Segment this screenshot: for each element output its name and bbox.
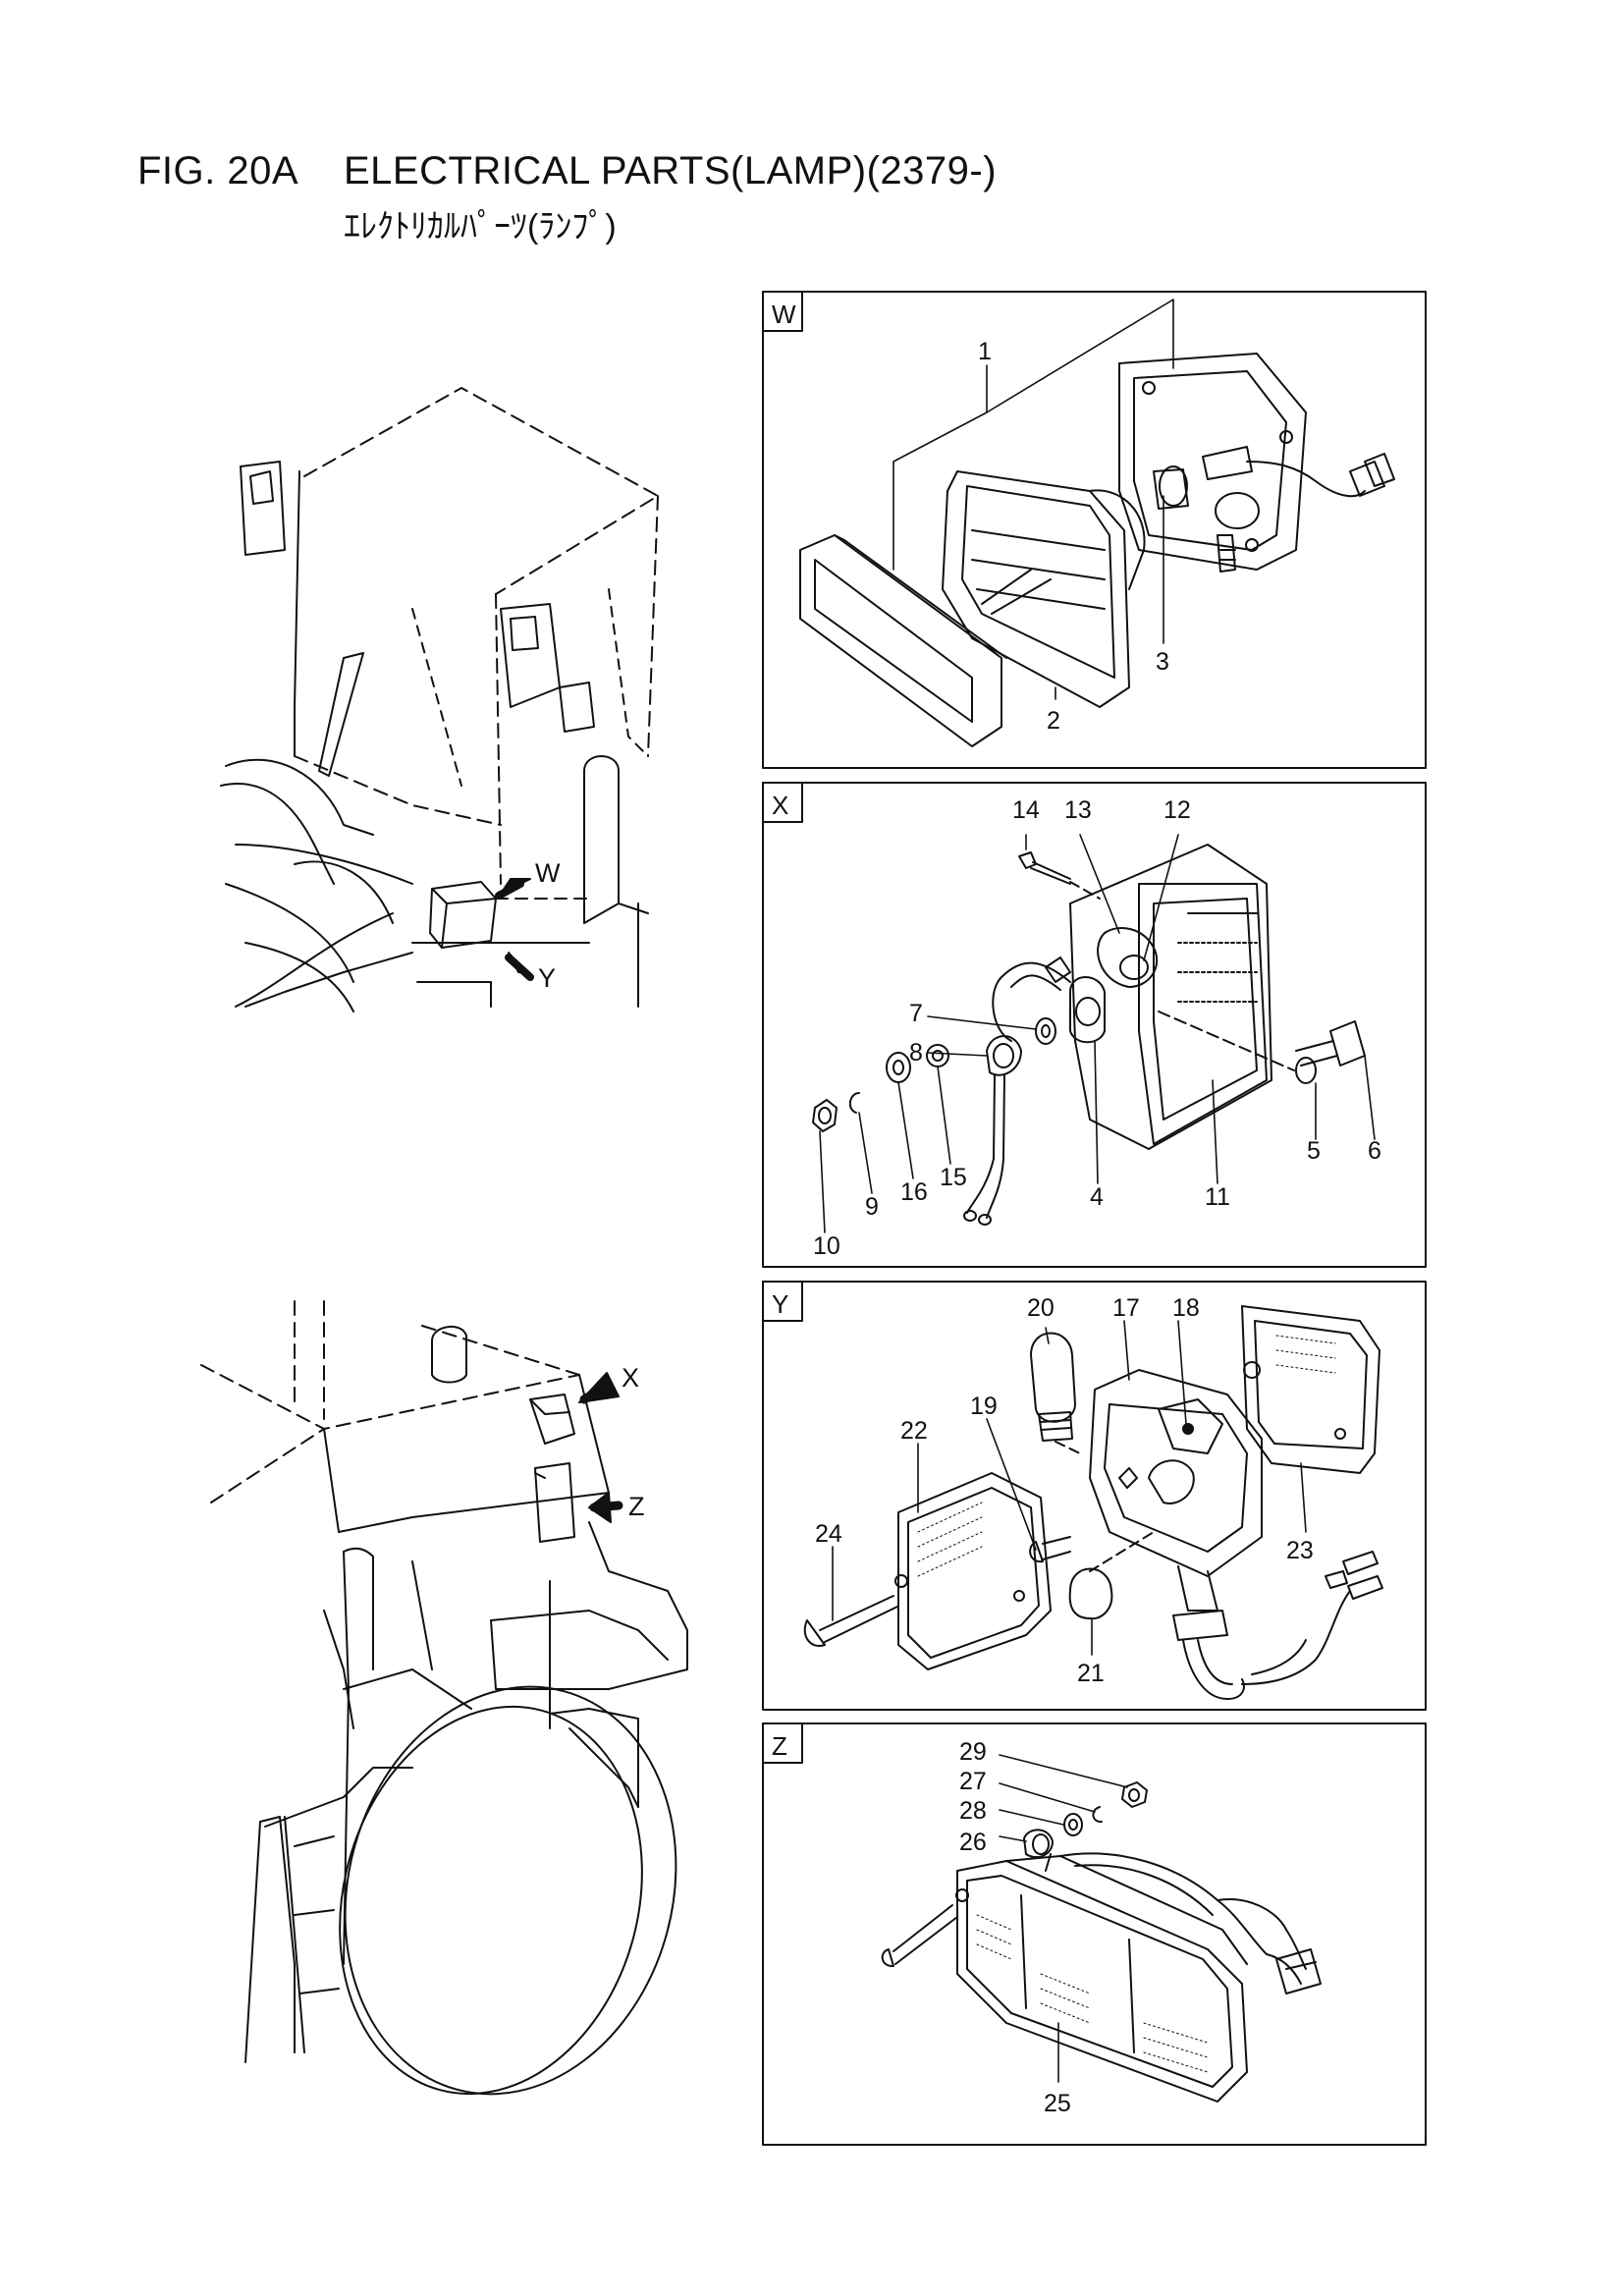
- panel-y: [762, 1281, 1427, 1711]
- overview-top: [220, 387, 659, 1012]
- callout-1: 1: [978, 338, 992, 365]
- callout-4: 4: [1090, 1183, 1104, 1211]
- overview-arrow-y: Y: [538, 963, 556, 993]
- callout-2: 2: [1047, 707, 1060, 735]
- callout-27: 27: [959, 1768, 987, 1795]
- callout-23: 23: [1286, 1537, 1314, 1564]
- callout-5: 5: [1307, 1137, 1321, 1165]
- callout-15: 15: [940, 1164, 967, 1191]
- callout-3: 3: [1156, 648, 1169, 676]
- figure-title-text: ELECTRICAL PARTS(LAMP)(2379-): [344, 149, 998, 192]
- callout-9: 9: [865, 1193, 879, 1221]
- callout-8: 8: [909, 1039, 923, 1066]
- callout-17: 17: [1112, 1294, 1140, 1322]
- callout-14: 14: [1012, 796, 1040, 824]
- panel-z: [762, 1722, 1427, 2146]
- panel-x-label: X: [772, 791, 788, 820]
- figure-number: FIG. 20A: [137, 149, 299, 192]
- callout-10: 10: [813, 1232, 840, 1260]
- overview-bottom: [200, 1300, 688, 2096]
- callout-22: 22: [900, 1417, 928, 1445]
- callout-28: 28: [959, 1797, 987, 1825]
- callout-19: 19: [970, 1393, 998, 1420]
- figure-subtitle-jp: ｴﾚｸﾄﾘｶﾙﾊﾟｰﾂ(ﾗﾝﾌﾟ): [344, 208, 617, 246]
- callout-12: 12: [1163, 796, 1191, 824]
- panel-x: [762, 782, 1427, 1268]
- figure-title: FIG. 20A ELECTRICAL PARTS(LAMP)(2379-): [137, 149, 997, 193]
- callout-26: 26: [959, 1829, 987, 1856]
- callout-11: 11: [1205, 1183, 1230, 1211]
- callout-24: 24: [815, 1520, 842, 1548]
- panel-y-label: Y: [772, 1289, 788, 1319]
- callout-18: 18: [1172, 1294, 1200, 1322]
- panel-w-label: W: [772, 300, 796, 329]
- callout-6: 6: [1368, 1137, 1381, 1165]
- panel-w: [762, 291, 1427, 769]
- callout-13: 13: [1064, 796, 1092, 824]
- callout-7: 7: [909, 1000, 923, 1027]
- overview-arrow-w: W: [535, 858, 561, 888]
- overview-arrow-x: X: [622, 1363, 639, 1393]
- callout-20: 20: [1027, 1294, 1055, 1322]
- callout-21: 21: [1077, 1660, 1105, 1687]
- overview-arrow-z: Z: [628, 1492, 645, 1521]
- callout-25: 25: [1044, 2090, 1071, 2117]
- callout-16: 16: [900, 1178, 928, 1206]
- callout-29: 29: [959, 1738, 987, 1766]
- panel-z-label: Z: [772, 1731, 787, 1761]
